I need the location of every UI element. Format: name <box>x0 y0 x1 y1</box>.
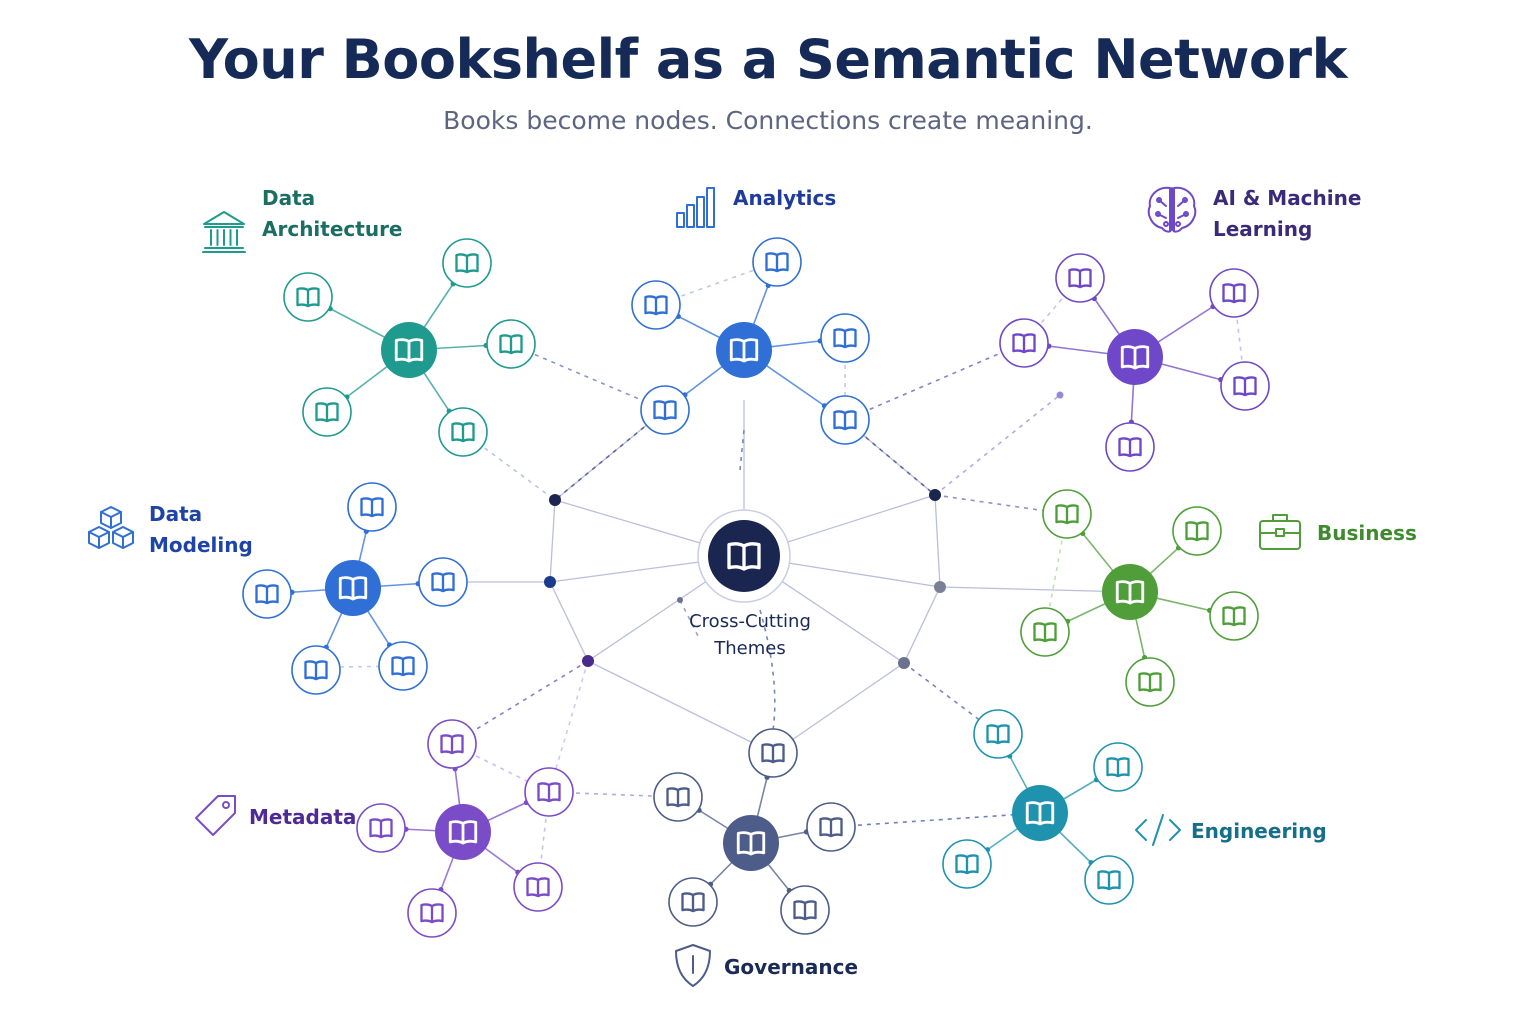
book-node[interactable] <box>418 557 468 607</box>
junction-dots <box>544 391 1064 669</box>
book-node[interactable] <box>653 772 703 822</box>
junction-dot <box>582 655 594 667</box>
book-node[interactable] <box>356 803 406 853</box>
bar-chart-icon <box>676 187 715 228</box>
cluster-governance <box>653 728 856 935</box>
cluster-center-node[interactable] <box>381 322 437 378</box>
junction-dot <box>549 494 561 506</box>
code-icon <box>1135 814 1181 846</box>
book-node[interactable] <box>302 387 352 437</box>
cluster-engineering <box>942 709 1143 905</box>
junction-dot <box>677 597 683 603</box>
junction-dot <box>934 581 946 593</box>
book-node[interactable] <box>1220 361 1270 411</box>
book-node[interactable] <box>942 839 992 889</box>
book-node[interactable] <box>378 641 428 691</box>
cluster-label-business: Business <box>1317 521 1417 545</box>
book-node[interactable] <box>513 862 563 912</box>
cluster-analytics <box>631 237 870 445</box>
cluster-data-architecture <box>283 238 536 457</box>
book-node[interactable] <box>1172 506 1222 556</box>
book-node[interactable] <box>640 385 690 435</box>
book-node[interactable] <box>631 280 681 330</box>
book-node[interactable] <box>524 767 574 817</box>
book-node[interactable] <box>407 888 457 938</box>
shield-icon <box>675 944 711 987</box>
center-hub-node[interactable] <box>697 509 791 603</box>
book-node[interactable] <box>1020 607 1070 657</box>
book-node[interactable] <box>1042 489 1092 539</box>
briefcase-icon <box>1259 514 1301 550</box>
cluster-center-node[interactable] <box>1102 564 1158 620</box>
cluster-label-data-architecture: Data Architecture <box>262 186 403 241</box>
cluster-label-metadata: Metadata <box>249 805 357 829</box>
book-node[interactable] <box>427 719 477 769</box>
cluster-metadata <box>356 719 574 938</box>
center-hub-label: Cross-Cutting Themes <box>689 611 811 659</box>
cluster-center-node[interactable] <box>325 560 381 616</box>
cluster-label-data-modeling: Data Modeling <box>149 502 253 557</box>
spoke-lines <box>443 400 1131 754</box>
cluster-data-modeling <box>242 482 468 695</box>
page-title: Your Bookshelf as a Semantic Network <box>189 28 1347 91</box>
cluster-label-analytics: Analytics <box>733 186 837 210</box>
building-columns-icon <box>202 211 246 253</box>
cluster-center-node[interactable] <box>1012 785 1068 841</box>
cubes-icon <box>88 506 134 549</box>
cluster-center-node[interactable] <box>723 815 779 871</box>
book-node[interactable] <box>1209 268 1259 318</box>
cluster-label-governance: Governance <box>724 955 859 979</box>
book-node[interactable] <box>242 569 292 619</box>
book-node[interactable] <box>1084 855 1134 905</box>
book-node[interactable] <box>780 885 830 935</box>
book-node[interactable] <box>347 482 397 532</box>
cluster-center-node[interactable] <box>716 322 772 378</box>
book-node[interactable] <box>283 272 333 322</box>
book-node[interactable] <box>291 645 341 695</box>
book-node[interactable] <box>748 728 798 778</box>
cluster-center-node[interactable] <box>435 804 491 860</box>
junction-dot <box>544 576 556 588</box>
book-node[interactable] <box>999 318 1049 368</box>
book-node[interactable] <box>752 237 802 287</box>
book-node[interactable] <box>1209 591 1259 641</box>
cluster-center-node[interactable] <box>1107 329 1163 385</box>
book-node[interactable] <box>442 238 492 288</box>
brain-circuit-icon <box>1147 186 1197 233</box>
tag-icon <box>195 795 236 836</box>
cluster-label-engineering: Engineering <box>1191 819 1327 843</box>
book-node[interactable] <box>1125 657 1175 707</box>
book-node[interactable] <box>806 802 856 852</box>
book-node[interactable] <box>1105 422 1155 472</box>
book-node[interactable] <box>1055 253 1105 303</box>
junction-dot <box>898 657 910 669</box>
cluster-ai-machine-learning <box>999 253 1270 472</box>
book-node[interactable] <box>820 395 870 445</box>
book-node[interactable] <box>820 313 870 363</box>
book-node[interactable] <box>668 877 718 927</box>
book-node[interactable] <box>438 407 488 457</box>
junction-dot <box>1056 391 1064 399</box>
book-node[interactable] <box>486 319 536 369</box>
book-node[interactable] <box>973 709 1023 759</box>
junction-dot <box>929 489 941 501</box>
book-node[interactable] <box>1093 742 1143 792</box>
cluster-business <box>1020 489 1259 707</box>
page-subtitle: Books become nodes. Connections create m… <box>443 106 1093 135</box>
cluster-label-ai-machine-learning: AI & Machine Learning <box>1213 186 1362 241</box>
